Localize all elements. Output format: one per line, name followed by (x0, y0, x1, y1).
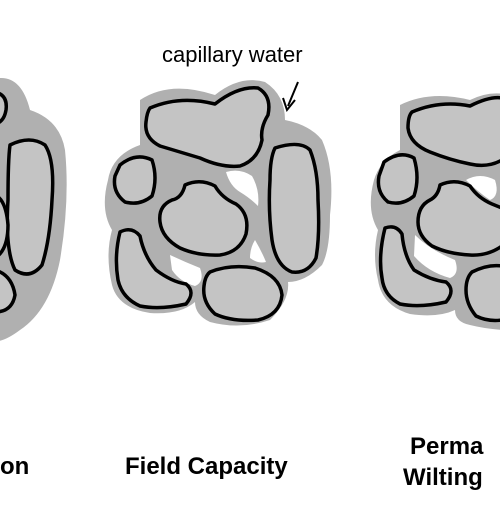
soil-grain-left-1 (0, 91, 9, 124)
caption-saturation: on (0, 453, 30, 480)
soil-grain-middle-top (144, 86, 271, 169)
caption-permanent-wilting-line2: Wilting (403, 464, 483, 491)
soil-grain-right-bottom-left (378, 225, 453, 308)
panel-field-capacity (104, 80, 332, 326)
caption-permanent-wilting-line1: Perma (410, 433, 484, 460)
air-pore-right-1 (414, 235, 457, 278)
soil-grain-middle-bottom-right (201, 264, 284, 323)
soil-grain-left-2 (5, 138, 55, 276)
soil-grain-middle-left (112, 155, 157, 205)
soil-grain-left-3 (0, 196, 10, 257)
callout-arrow-line (287, 81, 299, 107)
soil-grain-right-left (376, 153, 419, 205)
soil-grain-middle-center (158, 180, 249, 257)
air-pore-middle-2 (226, 170, 259, 206)
soil-grain-middle-right (267, 142, 321, 274)
air-pore-right-2 (466, 176, 497, 200)
caption-field-capacity: Field Capacity (125, 453, 288, 480)
callout-arrow-head (282, 97, 296, 113)
air-pore-middle-3 (250, 240, 266, 263)
capillary-water-label: capillary water (162, 42, 303, 67)
air-pore-middle-1 (170, 255, 202, 286)
soil-grain-right-top (406, 95, 500, 168)
soil-grain-right-bottom-right (464, 263, 500, 323)
panel-saturation (0, 78, 67, 341)
soil-grain-left-4 (0, 270, 17, 314)
panel-permanent-wilting (370, 93, 500, 330)
soil-grain-right-center (416, 180, 500, 257)
soil-grain-middle-bottom-left (114, 228, 193, 310)
